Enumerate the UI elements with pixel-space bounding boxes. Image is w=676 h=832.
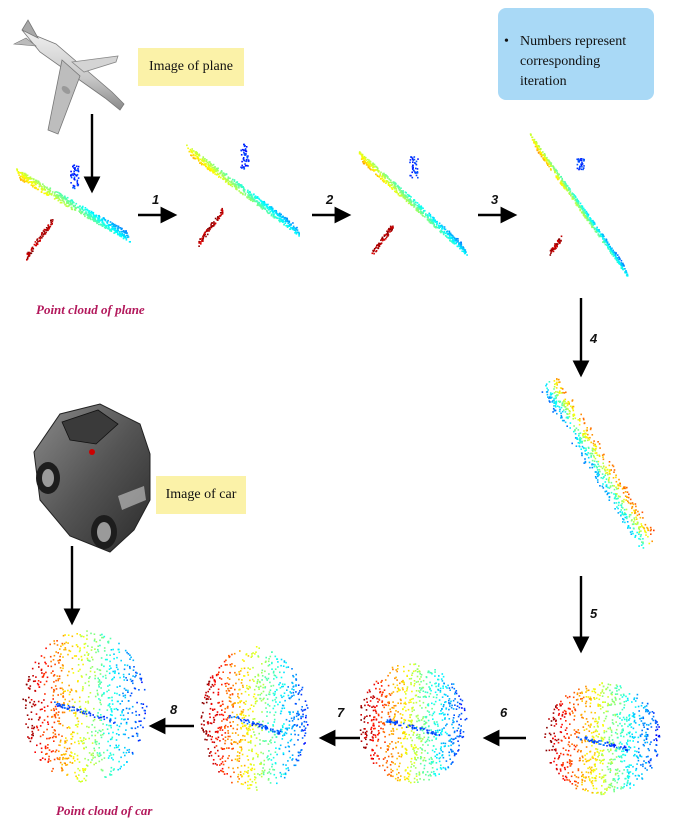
plane-image-label: Image of plane	[138, 48, 244, 86]
point-cloud-iteration-4	[541, 378, 655, 549]
iteration-number-2: 2	[326, 192, 334, 207]
iteration-number-6: 6	[500, 705, 508, 720]
plane-image-label-text: Image of plane	[149, 59, 233, 74]
point-cloud-iteration-7	[200, 646, 309, 791]
iteration-note: Numbers represent corresponding iteratio…	[498, 8, 654, 100]
iteration-number-3: 3	[491, 192, 499, 207]
iteration-note-text: Numbers represent corresponding iteratio…	[504, 32, 636, 92]
point-cloud-iteration-3	[529, 133, 629, 277]
plane-image	[12, 19, 125, 135]
point-cloud-iteration-1	[186, 143, 300, 247]
plane-cloud-caption: Point cloud of plane	[36, 302, 145, 317]
point-cloud-iteration-2	[358, 151, 468, 256]
car-image	[33, 403, 151, 553]
point-cloud-iteration-6	[359, 663, 468, 784]
car-image-label: Image of car	[156, 476, 246, 514]
iteration-number-1: 1	[152, 192, 160, 207]
iteration-number-4: 4	[590, 331, 598, 346]
car-image-label-text: Image of car	[165, 487, 237, 502]
flow-arrows	[63, 114, 590, 747]
point-cloud-iteration-5	[544, 682, 661, 796]
car-cloud-caption: Point cloud of car	[56, 803, 153, 818]
iteration-number-5: 5	[590, 606, 598, 621]
iteration-number-7: 7	[337, 705, 345, 720]
iteration-number-8: 8	[170, 702, 178, 717]
car-point-cloud	[22, 630, 148, 783]
plane-point-cloud	[16, 164, 131, 261]
